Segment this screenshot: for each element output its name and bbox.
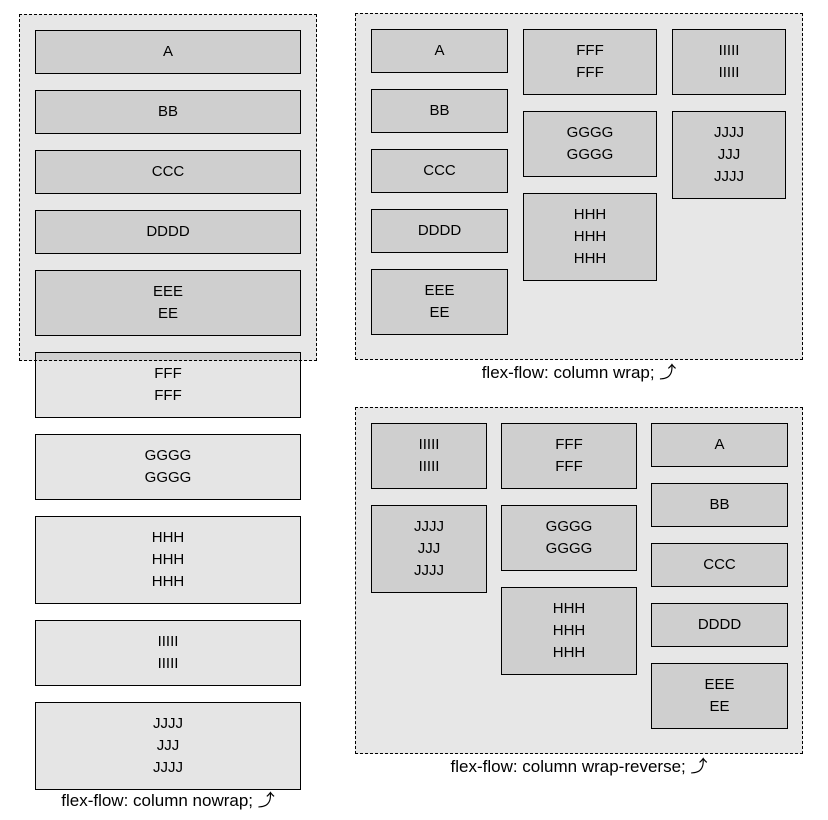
flex-item: HHH HHH HHH [35,516,301,604]
flex-item: GGGG GGGG [35,434,301,500]
flex-item: DDDD [651,603,788,647]
flex-item: FFF FFF [523,29,657,95]
flex-item: FFF FFF [35,352,301,418]
flex-item: JJJJ JJJ JJJJ [35,702,301,790]
flex-item: CCC [651,543,788,587]
flex-item: DDDD [371,209,508,253]
flex-container-column-wrap-reverse: IIIII IIIII JJJJ JJJ JJJJ FFF FFF GGGG G… [355,407,803,754]
flex-item: CCC [35,150,301,194]
flex-item: IIIII IIIII [672,29,786,95]
caption-column-nowrap: flex-flow: column nowrap; ⤴ [61,791,275,810]
flex-item: EEE EE [35,270,301,336]
flex-item: FFF FFF [501,423,637,489]
flex-item: IIIII IIIII [35,620,301,686]
flex-item: GGGG GGGG [523,111,657,177]
flex-line-column: IIIII IIIII JJJJ JJJ JJJJ [672,29,786,199]
flex-item: JJJJ JJJ JJJJ [672,111,786,199]
flex-item: EEE EE [371,269,508,335]
flex-item: BB [651,483,788,527]
flex-item: DDDD [35,210,301,254]
flex-line-column: FFF FFF GGGG GGGG HHH HHH HHH [523,29,657,281]
flex-item: GGGG GGGG [501,505,637,571]
caption-column-wrap-reverse: flex-flow: column wrap-reverse; ⤴ [450,757,708,776]
flex-line-column: A BB CCC DDDD EEE EE [371,29,508,335]
flex-item: HHH HHH HHH [523,193,657,281]
flex-item: A [35,30,301,74]
flex-item: HHH HHH HHH [501,587,637,675]
flex-container-column-wrap: A BB CCC DDDD EEE EE FFF FFF GGGG GGGG H… [355,13,803,360]
flex-item: IIIII IIIII [371,423,487,489]
flex-item: BB [35,90,301,134]
flex-item: JJJJ JJJ JJJJ [371,505,487,593]
flex-line-column: FFF FFF GGGG GGGG HHH HHH HHH [501,423,637,675]
flex-item: BB [371,89,508,133]
caption-column-wrap: flex-flow: column wrap; ⤴ [481,363,677,382]
flex-item: A [371,29,508,73]
flex-line-column: IIIII IIIII JJJJ JJJ JJJJ [371,423,487,593]
flex-item: EEE EE [651,663,788,729]
flex-container-column-nowrap: A BB CCC DDDD EEE EE FFF FFF GGGG GGGG H… [19,14,317,790]
flex-item: A [651,423,788,467]
flex-item: CCC [371,149,508,193]
flex-line-column: A BB CCC DDDD EEE EE [651,423,788,729]
